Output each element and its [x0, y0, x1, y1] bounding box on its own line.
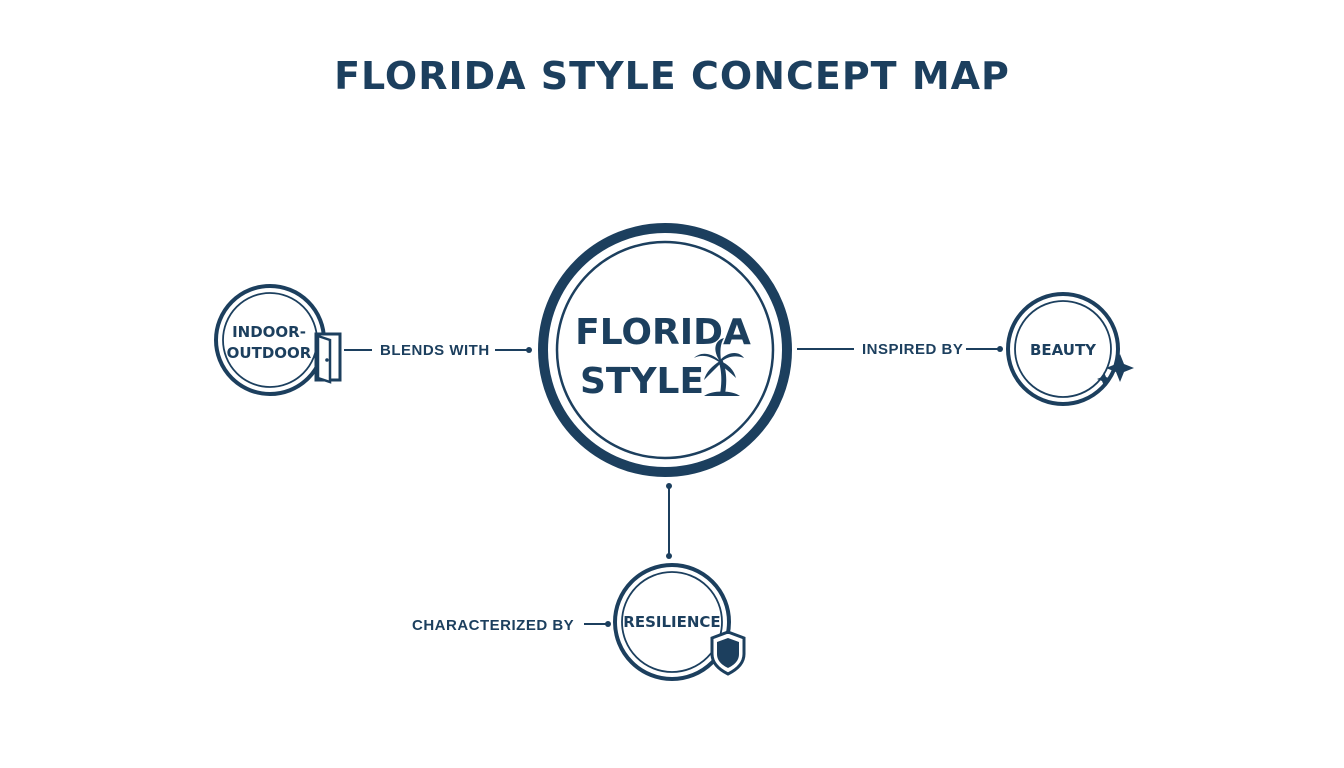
edge-endpoint-dot	[666, 553, 672, 559]
shield-icon	[710, 630, 746, 676]
center-node-outer-ring	[538, 223, 792, 477]
center-node-label-line2: STYLE	[580, 361, 704, 402]
edge-inspired-by: INSPIRED BY	[797, 341, 1003, 358]
edge-blends-with: BLENDS WITH	[344, 342, 532, 359]
page-title: FLORIDA STYLE CONCEPT MAP	[334, 54, 1010, 98]
edge-endpoint-dot	[605, 621, 611, 627]
edge-endpoint-dot	[997, 346, 1003, 352]
center-node: FLORIDA STYLE	[538, 223, 792, 477]
resilience-node-label: RESILIENCE	[623, 613, 720, 631]
center-node-inner-ring	[555, 240, 775, 460]
beauty-node-inner-ring	[1014, 300, 1112, 398]
sparkle-icon	[1097, 354, 1134, 386]
resilience-node: RESILIENCE	[613, 563, 746, 681]
palm-tree-icon	[694, 338, 744, 396]
beauty-node: BEAUTY	[1006, 292, 1134, 406]
edge-label-inspired-by: INSPIRED BY	[862, 341, 963, 358]
edge-label-characterized-by: CHARACTERIZED BY	[412, 617, 574, 634]
center-node-label-line1: FLORIDA	[575, 312, 751, 353]
beauty-node-label: BEAUTY	[1030, 341, 1097, 359]
resilience-node-inner-ring	[621, 571, 723, 673]
indoor-outdoor-label-line1: INDOOR-	[232, 323, 306, 341]
indoor-outdoor-label-line2: OUTDOOR	[227, 344, 312, 362]
resilience-node-outer-ring	[613, 563, 731, 681]
edge-endpoint-dot	[526, 347, 532, 353]
door-icon	[314, 332, 342, 384]
edge-label-blends-with: BLENDS WITH	[380, 342, 490, 359]
indoor-outdoor-node: INDOOR- OUTDOOR	[214, 284, 342, 396]
beauty-node-outer-ring	[1006, 292, 1120, 406]
edge-characterized-by: CHARACTERIZED BY	[412, 483, 672, 634]
